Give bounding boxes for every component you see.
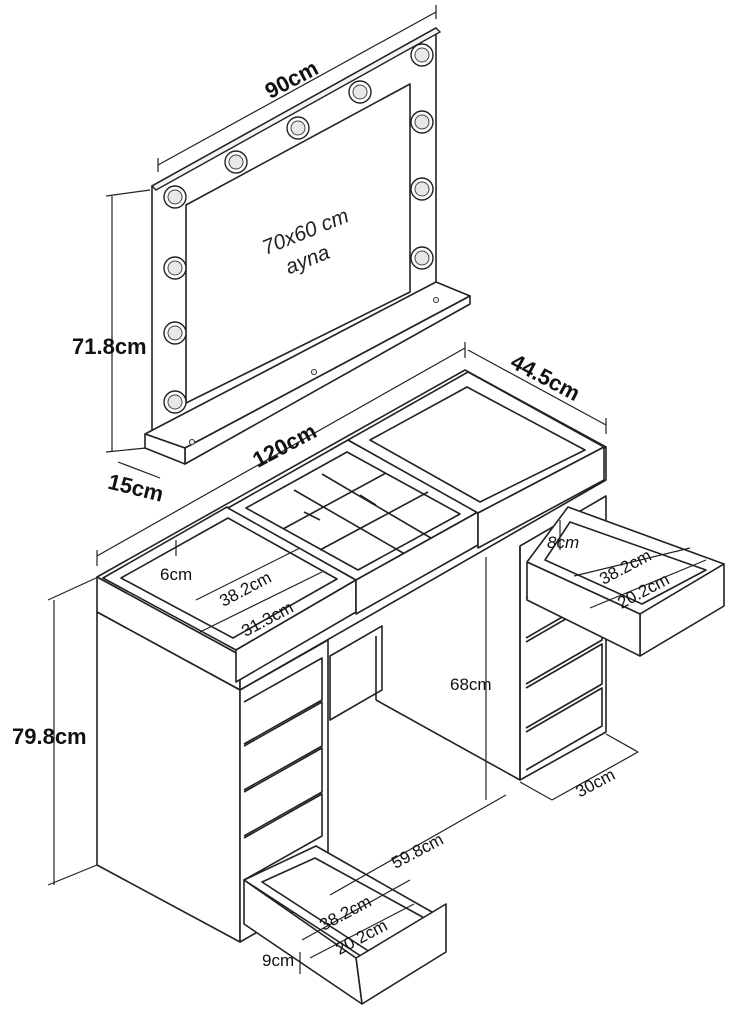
bulb-icon [286,116,310,140]
left-cabinet-drawers [243,657,323,881]
bulb-icon [163,256,187,280]
bulb-icon [224,150,248,174]
right-tray-front [477,446,605,549]
bottom-drawer-height-label: 9cm [262,951,294,970]
mirror-glass [185,83,411,404]
shelf-hole [432,296,440,304]
bulb-icon [163,321,187,345]
organizer-dividers [282,472,437,558]
shelf-hole [188,438,196,446]
right-drawer-left [526,561,641,657]
table-width-dim-line [96,347,466,557]
mirror-bulbs [163,43,434,414]
mirror-frame-top-edge [150,27,442,191]
bulb-icon [410,177,434,201]
bulb-icon [410,246,434,270]
mirror-shelf-side [144,433,186,465]
knee-width-dim-line [329,794,507,896]
mirror-height-label: 71.8cm [72,334,147,359]
right-tray-inner [369,386,586,503]
right-drawer-height-label: 8cm [547,533,579,552]
right-drawer-inner [544,521,707,605]
table-height-label: 79.8cm [12,724,87,749]
bulb-icon [348,80,372,104]
cabinet-depth-label: 30cm [573,765,619,801]
table: 120cm 44.5cm 79.8cm 68cm 59.8cm 30cm 6cm… [12,342,725,1005]
mirror-width-dim-line [157,11,437,166]
bottom-drawer-left [243,879,363,1005]
cabinet-depth-dim-line [551,751,639,801]
mirror-depth-label: 15cm [105,469,166,507]
shelf-hole [310,368,318,376]
middle-drawer [329,625,383,721]
left-tray-inner [120,517,338,639]
knee-width-label: 59.8cm [388,830,446,873]
leg-height-label: 68cm [450,675,492,694]
left-tray-depth-label: 6cm [160,565,192,584]
bulb-icon [410,110,434,134]
table-depth-dim-line [467,349,607,426]
bulb-icon [163,390,187,414]
bulb-icon [163,185,187,209]
bulb-icon [410,43,434,67]
mirror-depth-dim-line [117,461,161,479]
